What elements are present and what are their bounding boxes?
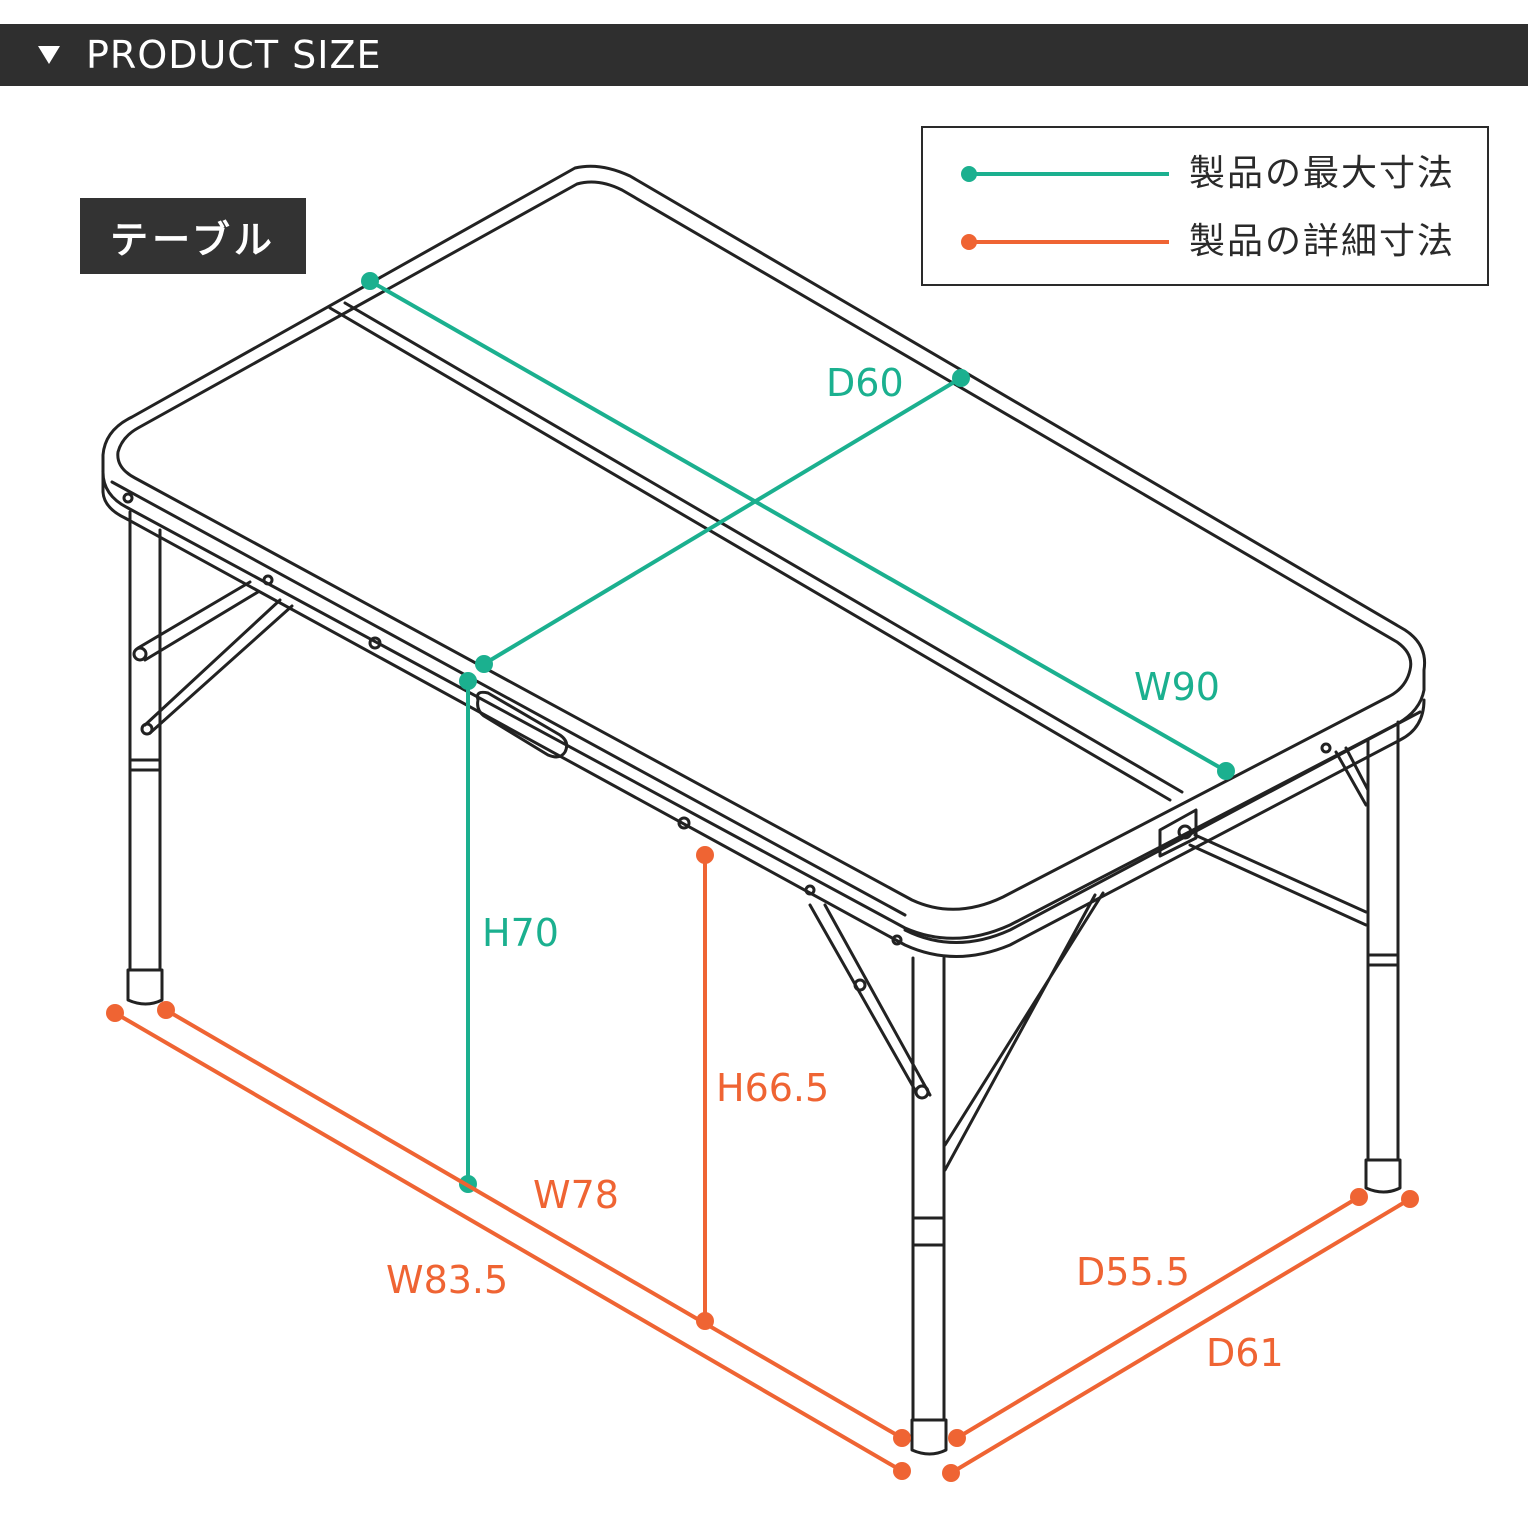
tabletop-inner [116, 180, 1413, 911]
w78-end-dot [893, 1429, 911, 1447]
section-title: PRODUCT SIZE [86, 33, 382, 77]
max-dimensions: D60 W90 H70 [361, 272, 1235, 1193]
h70-label: H70 [482, 911, 559, 955]
w90-end-dot [1217, 762, 1235, 780]
h66_5-label: H66.5 [716, 1066, 829, 1110]
d60-line [482, 376, 963, 666]
tabletop-frame [101, 468, 1426, 958]
d55_5-start-dot [948, 1429, 966, 1447]
d61-end-dot [1401, 1190, 1419, 1208]
leg-front-left [128, 510, 162, 972]
w78-start-dot [157, 1001, 175, 1019]
tabletop-outer [101, 164, 1427, 940]
w83_5-label: W83.5 [386, 1258, 508, 1302]
latch [1158, 808, 1198, 858]
detail-dimensions: H66.5 W78 W83.5 D55.5 D61 [106, 846, 1419, 1482]
w83_5-line [113, 1011, 904, 1473]
w83_5-start-dot [106, 1004, 124, 1022]
d55_5-label: D55.5 [1076, 1250, 1190, 1294]
d61-start-dot [942, 1464, 960, 1482]
d55_5-line [955, 1195, 1361, 1440]
legend-max-label: 製品の最大寸法 [1189, 153, 1456, 194]
h70-top-dot [459, 672, 477, 690]
legend-detail-label: 製品の詳細寸法 [1189, 221, 1456, 262]
d61-label: D61 [1206, 1331, 1284, 1375]
section-header: PRODUCT SIZE [0, 24, 1528, 86]
w90-line [369, 279, 1227, 773]
d55_5-end-dot [1350, 1188, 1368, 1206]
fold-seam [328, 306, 1172, 802]
d61-line [949, 1197, 1412, 1475]
product-type-tag: テーブル [80, 198, 306, 274]
w83_5-end-dot [893, 1462, 911, 1480]
leg-back-right [1366, 720, 1400, 1162]
legend-max-line [969, 172, 1169, 176]
w90-start-dot [361, 272, 379, 290]
d60-end-dot [952, 369, 970, 387]
legend-max: 製品の最大寸法 [923, 154, 1487, 194]
d60-label: D60 [826, 361, 904, 405]
d60-start-dot [475, 655, 493, 673]
legend-detail: 製品の詳細寸法 [923, 222, 1487, 262]
w90-label: W90 [1134, 665, 1220, 709]
h66_5-top-dot [696, 846, 714, 864]
table-illustration [101, 164, 1427, 1456]
leg-front-center [911, 956, 946, 1422]
handle [476, 690, 569, 759]
w78-line [164, 1008, 904, 1440]
legend: 製品の最大寸法 製品の詳細寸法 [921, 126, 1489, 286]
w78-label: W78 [533, 1173, 619, 1217]
triangle-down-icon [38, 46, 60, 64]
legend-detail-line [969, 240, 1169, 244]
